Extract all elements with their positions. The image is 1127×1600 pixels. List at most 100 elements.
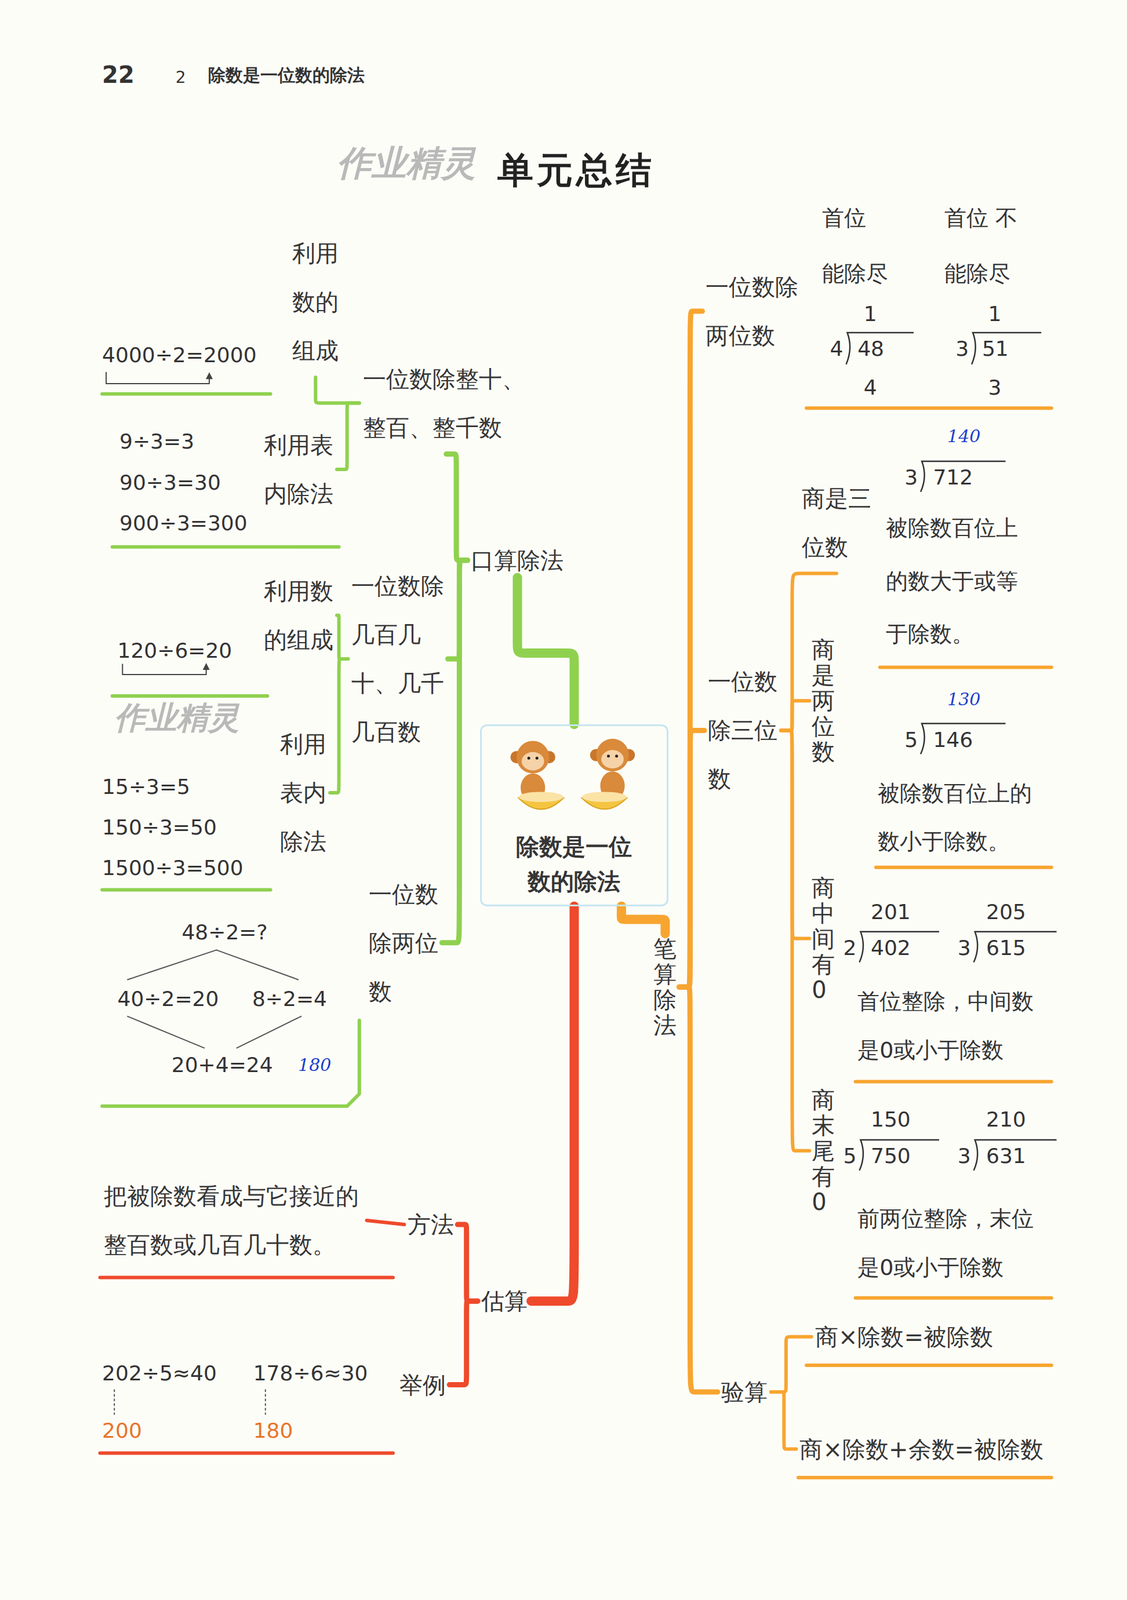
partial-product: 3	[988, 375, 1002, 400]
monkey-illustration	[582, 739, 636, 810]
example-equation: 20+4=24	[171, 1053, 274, 1078]
branch-stroke	[855, 1080, 1052, 1085]
divisor: 5	[842, 1144, 857, 1169]
node-text: 估算	[481, 1286, 528, 1317]
handwritten-note: 140	[947, 426, 981, 447]
branch-stroke	[100, 1276, 394, 1281]
case-topic: 商末尾有0	[809, 1085, 838, 1218]
case-topic: 商是三位数	[798, 471, 875, 574]
branch-stroke	[102, 392, 271, 396]
node-text: 商是两位数	[811, 637, 835, 765]
dividend: 146	[932, 728, 973, 752]
branch-stroke	[102, 1020, 360, 1107]
example-equation: 4000÷2=2000	[102, 343, 257, 367]
subtopic: 一位数除几百几十、几千几百数	[347, 559, 448, 759]
quotient: 210	[986, 1107, 1027, 1132]
arrow-tip	[205, 372, 213, 380]
example-equation: 8÷2=4	[252, 987, 327, 1012]
node-text: 利用数的组成	[292, 228, 339, 376]
example-equation: 90÷3=30	[119, 470, 221, 495]
divisor: 4	[830, 336, 844, 361]
node-text: 一位数除两位数	[368, 870, 439, 1017]
node-text: 商末尾有0	[811, 1087, 835, 1216]
subtopic: 验算	[717, 1375, 772, 1410]
node-text: 一位数除两位数	[705, 262, 799, 361]
page-title: 单元总结	[497, 146, 656, 195]
branch-line	[780, 730, 810, 1151]
subtopic: 一位数除两位数	[702, 260, 802, 363]
branch-stroke	[102, 888, 271, 892]
branch-stroke	[112, 545, 340, 550]
branch-stroke	[216, 950, 298, 980]
branch-line	[441, 560, 468, 944]
dividend: 712	[932, 465, 973, 490]
rule-text: 前两位整除，末位是0或小于除数	[857, 1195, 1036, 1293]
dividend: 402	[870, 936, 911, 961]
quotient: 201	[870, 900, 911, 925]
branch-line	[517, 577, 574, 725]
branch-line	[336, 403, 360, 470]
division-bracket	[971, 332, 1042, 365]
dividend: 48	[857, 336, 885, 361]
case-topic: 商是两位数	[809, 634, 838, 767]
branch-line	[780, 730, 810, 939]
division-bracket	[973, 1140, 1057, 1172]
node-text: 商是三位数	[801, 474, 872, 572]
branch-line	[621, 906, 666, 935]
branch-line	[336, 615, 348, 660]
node-text: 商×除数=被除数	[815, 1322, 994, 1353]
example-equation: 150÷3=50	[102, 815, 217, 840]
branch-line	[771, 1392, 797, 1450]
branch-line	[329, 659, 348, 794]
dividend: 615	[986, 936, 1027, 961]
division-bracket	[846, 332, 914, 365]
branch-stroke	[880, 666, 1052, 670]
column-header: 首位 不能除尽	[944, 190, 1034, 303]
branch-stroke	[237, 1016, 302, 1049]
node-text: 笔算除法	[653, 936, 677, 1039]
subtopic: 一位数除整十、整百、整千数	[359, 352, 534, 455]
rule-text: 商×除数+余数=被除数	[795, 1432, 1047, 1468]
node-text: 举例	[399, 1370, 446, 1401]
subtopic: 一位数除三位数	[704, 655, 781, 806]
node-text: 一位数除三位数	[707, 657, 778, 804]
node-text: 商×除数+余数=被除数	[799, 1434, 1044, 1465]
subtopic: 方法	[404, 1207, 458, 1243]
column-header: 首位 能除尽	[822, 190, 890, 303]
central-topic: 除数是一位数的除法	[480, 724, 670, 907]
method-topic: 利用数的组成	[288, 226, 343, 378]
divisor: 3	[957, 936, 972, 961]
quotient: 1	[863, 302, 878, 326]
node-text: 商中间有0	[811, 875, 835, 1003]
example-equation: 202÷5≈40	[102, 1361, 217, 1386]
division-bracket	[920, 723, 1006, 755]
divisor: 3	[904, 465, 918, 490]
branch-stroke	[127, 1016, 205, 1049]
branch-line	[446, 454, 468, 561]
handwritten-note: 180	[297, 1055, 332, 1076]
node-text: 一位数除整十、整百、整千数	[362, 354, 530, 453]
method-topic: 利用数的组成	[260, 564, 337, 667]
branch-stroke	[113, 1390, 115, 1415]
dividend: 51	[982, 336, 1009, 361]
node-text: 利用表内除法	[263, 420, 334, 519]
branch-stroke	[806, 1364, 1052, 1368]
branch-stroke	[855, 1296, 1052, 1301]
branch-stroke	[106, 372, 210, 384]
division-bracket	[859, 932, 940, 963]
branch-topic: 笔算除法	[651, 933, 679, 1041]
branch-line	[449, 1301, 478, 1385]
example-equation: 48÷2=?	[181, 920, 268, 945]
node-text: 口算除法	[470, 545, 564, 576]
node-text: 一位数除几百几十、几千几百数	[351, 561, 445, 757]
example-equation: 15÷3=5	[102, 775, 191, 799]
watermark: 作业精灵	[114, 700, 240, 737]
branch-line	[457, 1224, 478, 1302]
branch-stroke	[798, 1476, 1052, 1481]
divisor: 3	[957, 1144, 972, 1169]
node-text: 除数是一位数的除法	[513, 829, 635, 900]
division-bracket	[859, 1140, 940, 1172]
dividend: 631	[986, 1144, 1027, 1169]
chapter-title: 除数是一位数的除法	[208, 65, 365, 86]
example-equation: 40÷2=20	[117, 987, 220, 1012]
